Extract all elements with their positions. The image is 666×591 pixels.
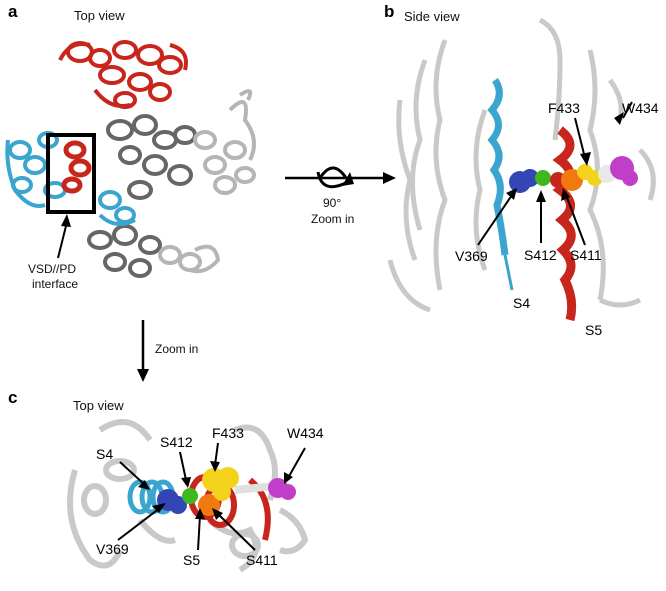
c-label-S4: S4 bbox=[96, 446, 114, 462]
b-label-S5: S5 bbox=[585, 322, 603, 338]
b-label-F433: F433 bbox=[548, 100, 580, 116]
c-label-S5: S5 bbox=[183, 552, 201, 568]
panel-b-letter: b bbox=[384, 2, 395, 21]
panel-c-letter: c bbox=[8, 388, 18, 407]
b-label-W434: W434 bbox=[622, 100, 659, 116]
zoom-in-label-c: Zoom in bbox=[155, 342, 199, 356]
panel-a-structure bbox=[5, 40, 256, 278]
grey-subunits bbox=[87, 89, 256, 278]
panel-b-title: Side view bbox=[404, 9, 460, 24]
c-label-S412: S412 bbox=[160, 434, 193, 450]
panel-a-letter: a bbox=[8, 2, 18, 21]
zoom-in-label-b: Zoom in bbox=[311, 212, 355, 226]
rotation-label: 90° bbox=[323, 196, 342, 210]
c-label-F433: F433 bbox=[212, 425, 244, 441]
interface-box bbox=[46, 133, 96, 214]
b-label-S412: S412 bbox=[524, 247, 557, 263]
interface-label-line1: VSD//PD bbox=[28, 262, 77, 276]
c-label-S411: S411 bbox=[246, 552, 278, 568]
c-residue-spheres bbox=[157, 467, 296, 516]
b-label-S4: S4 bbox=[513, 295, 531, 311]
red-subunit-top bbox=[58, 40, 188, 109]
arrow-a-to-c bbox=[137, 320, 149, 382]
panel-c-title: Top view bbox=[73, 398, 124, 413]
c-label-W434: W434 bbox=[287, 425, 324, 441]
b-label-S411: S411 bbox=[570, 247, 602, 263]
c-label-V369: V369 bbox=[96, 541, 129, 557]
panel-b-structure bbox=[387, 17, 656, 322]
b-label-V369: V369 bbox=[455, 248, 488, 264]
b-residue-spheres bbox=[509, 156, 638, 193]
panel-a-title: Top view bbox=[74, 8, 125, 23]
arrow-a-to-b bbox=[285, 166, 396, 189]
interface-label-line2: interface bbox=[32, 277, 79, 291]
blue-vsd-left bbox=[5, 131, 136, 226]
panel-c-structure bbox=[67, 419, 309, 573]
red-interface-helices bbox=[61, 140, 92, 194]
